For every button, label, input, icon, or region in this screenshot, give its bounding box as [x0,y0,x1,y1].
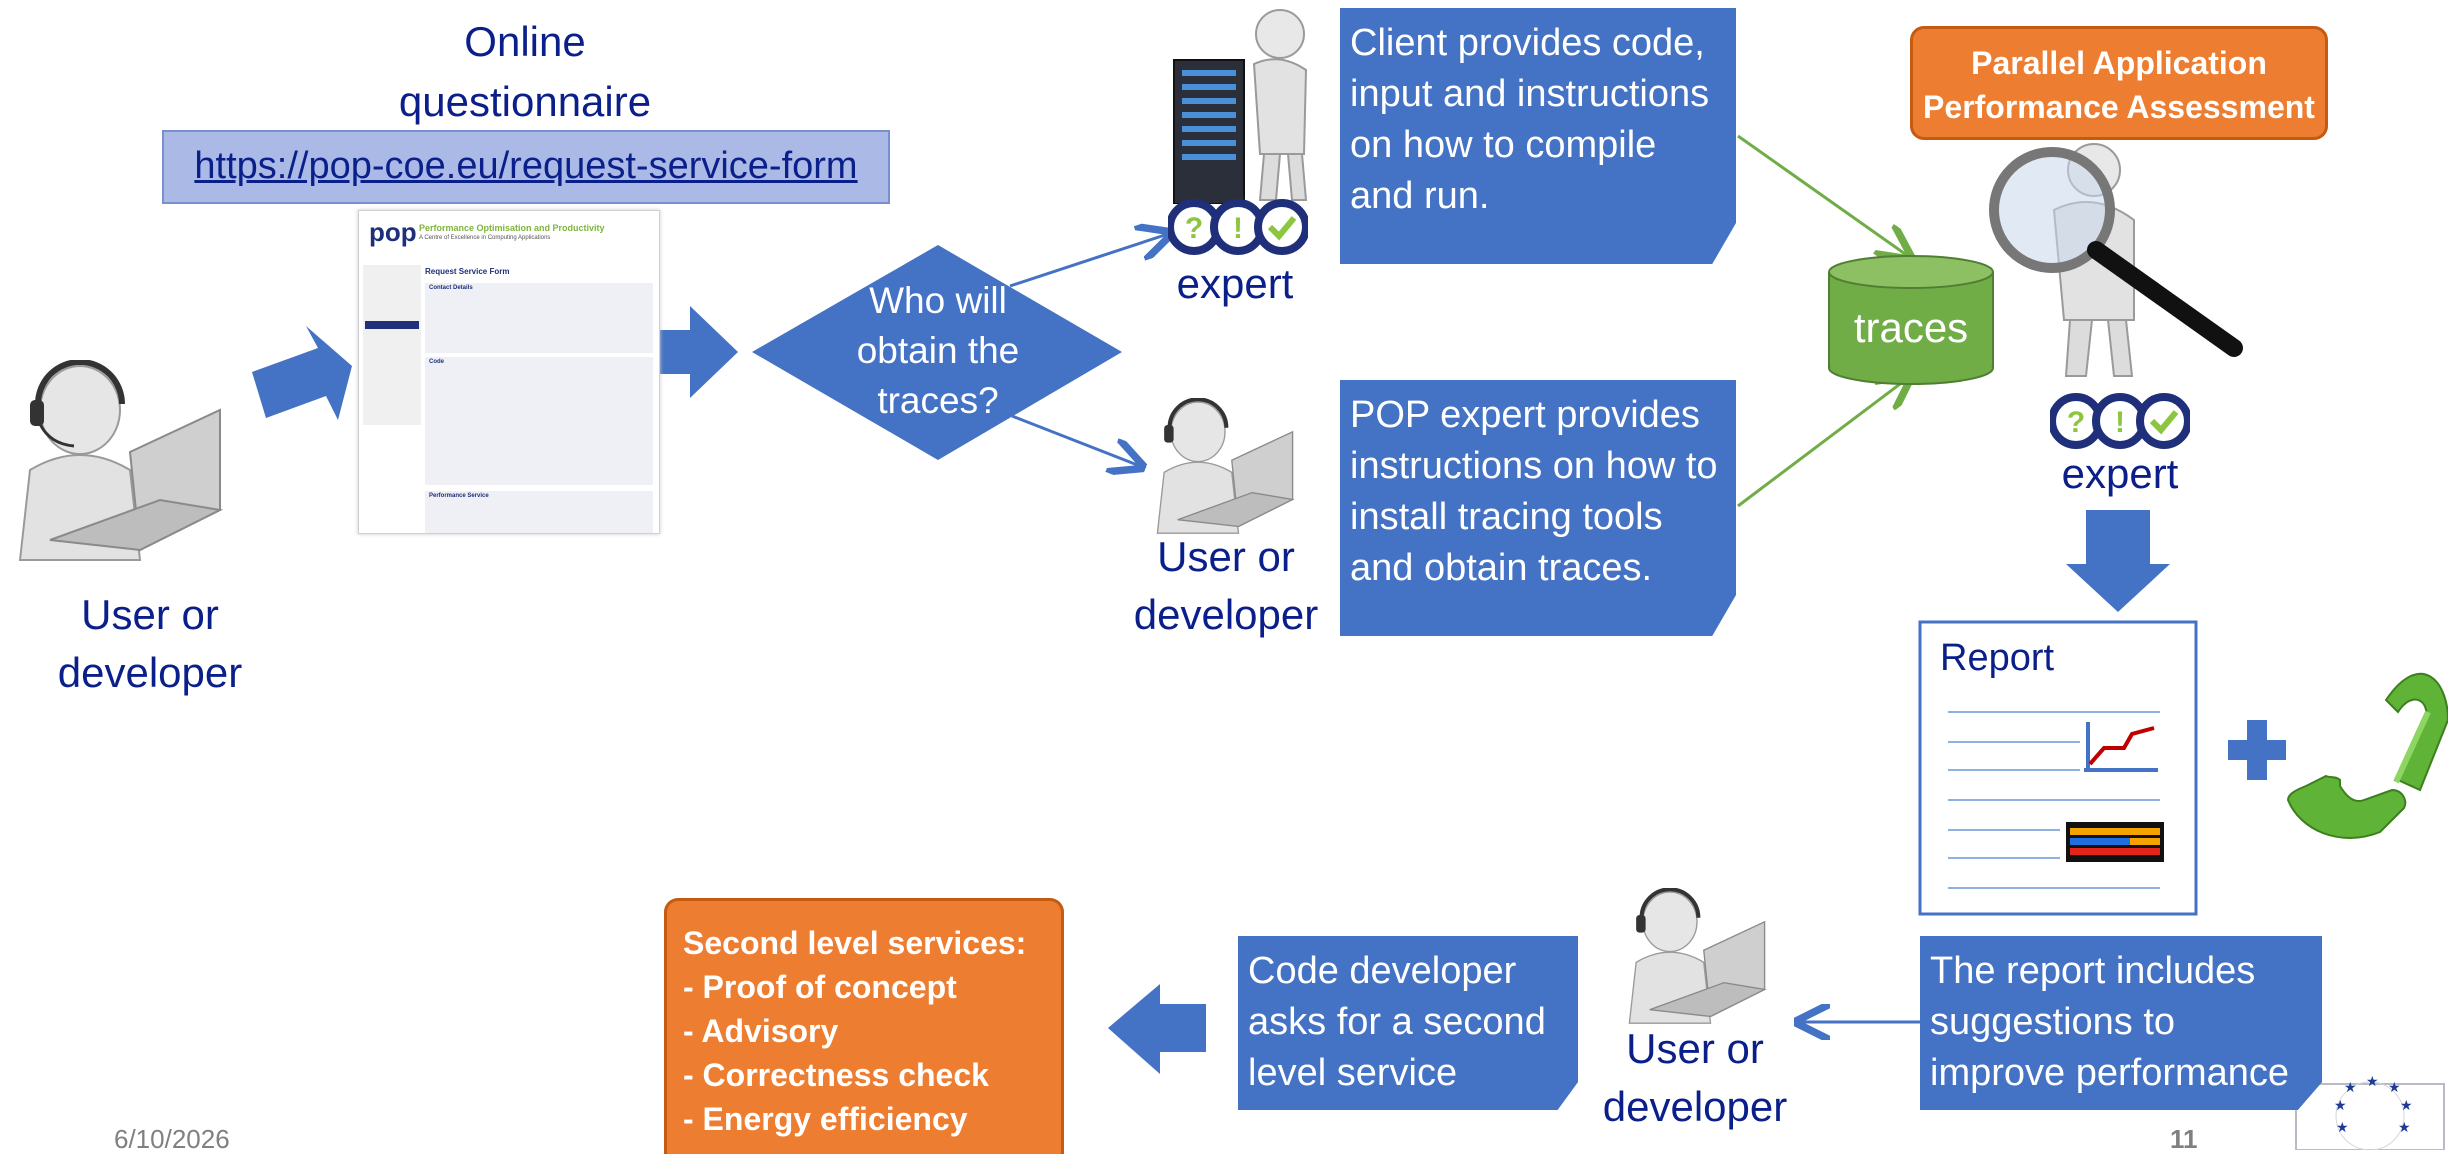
arrow-to-user-mid [1011,414,1140,466]
block-arrow-expert-to-report [2066,510,2170,612]
user-left-label: User or developer [57,591,243,696]
form-logo: pop [369,217,417,247]
footer-page-number: 11 [2170,1124,2198,1154]
user-mid-label: User or developer [1133,533,1319,638]
svg-text:★: ★ [2366,1073,2379,1089]
svg-text:★: ★ [2398,1119,2411,1135]
second-level-item-3: - Correctness check [683,1057,989,1093]
eu-stars-icon: ★ ★ ★ ★ ★ ★ ★ [2295,1073,2445,1150]
headset-user-icon-left [10,359,230,570]
form-title: Request Service Form [425,267,510,276]
traces-label: traces [1853,304,1969,351]
svg-text:★: ★ [2344,1079,2357,1095]
svg-text:?: ? [2067,406,2085,439]
second-level-item-2: - Advisory [683,1013,839,1049]
pop-logo-top: ? ! [1166,196,1310,258]
form-sidebar-active [365,321,419,329]
block-arrow-user-to-form [252,326,352,420]
expert-right-label: expert [2061,450,2179,497]
form-section-code [425,357,653,485]
form-sidebar [363,265,421,425]
report-document [1918,620,2198,916]
decision-label: Who will obtain the traces? [856,280,1020,421]
second-level-title: Second level services: [683,925,1027,961]
note-report-includes: The report includes suggestions to impro… [1920,936,2322,1110]
form-section-service-label: Performance Service [429,493,489,499]
second-level-item-1: - Proof of concept [683,969,957,1005]
server-icon [1168,4,1318,205]
user-bottom-label: User or developer [1602,1025,1788,1130]
second-level-box: Second level services: - Proof of concep… [664,898,1064,1154]
decision-diamond [752,245,1122,460]
headset-user-icon-mid [1150,397,1300,540]
footer-date: 6/10/2026 [114,1124,230,1154]
headset-user-icon-bottom [1622,887,1772,1030]
pop-logo-right: ? ! [2048,390,2192,452]
form-subtitle: A Centre of Excellence in Computing Appl… [419,235,551,241]
report-label: Report [1940,637,2055,679]
form-section-contact [425,283,653,353]
block-arrow-to-second-level [1108,984,1206,1074]
svg-text:!: ! [2115,406,2125,439]
note-code-developer: Code developer asks for a second level s… [1238,936,1578,1110]
second-level-item-4: - Energy efficiency [683,1101,968,1137]
svg-text:★: ★ [2388,1079,2401,1095]
phone-icon [2286,673,2448,839]
questionnaire-title: Online questionnaire [398,18,652,125]
form-brand: Performance Optimisation and Productivit… [419,223,605,233]
magnifier-icon [1984,140,2254,380]
svg-text:?: ? [1185,212,1203,245]
note-client-provides: Client provides code, input and instruct… [1340,8,1736,264]
traces-cylinder [1828,255,1994,385]
expert-top-label: expert [1176,260,1294,307]
note-client-text: Client provides code, input and instruct… [1350,22,1710,217]
block-arrow-form-to-decision [636,306,738,398]
arrow-to-expert [1009,234,1168,288]
questionnaire-url-link[interactable]: https://pop-coe.eu/request-service-form [194,145,858,187]
note-report-text: The report includes suggestions to impro… [1930,950,2290,1094]
svg-text:★: ★ [2400,1097,2413,1113]
note-pop-text: POP expert provides instructions on how … [1350,394,1718,589]
svg-text:!: ! [1233,212,1243,245]
plus-icon [2228,720,2286,780]
form-thumbnail[interactable]: pop Performance Optimisation and Product… [358,210,660,534]
svg-text:★: ★ [2336,1119,2349,1135]
arrow-pop-to-traces [1737,378,1908,508]
arrow-client-to-traces [1737,134,1908,256]
svg-text:★: ★ [2334,1097,2347,1113]
note-code-dev-text: Code developer asks for a second level s… [1248,950,1546,1094]
assessment-label: Parallel Application Performance Assessm… [1923,45,2315,125]
note-pop-expert: POP expert provides instructions on how … [1340,380,1736,636]
assessment-box: Parallel Application Performance Assessm… [1910,26,2328,140]
questionnaire-url-box [162,130,890,204]
form-section-service [425,491,653,533]
form-section-contact-label: Contact Details [429,285,473,291]
form-section-code-label: Code [429,359,444,365]
